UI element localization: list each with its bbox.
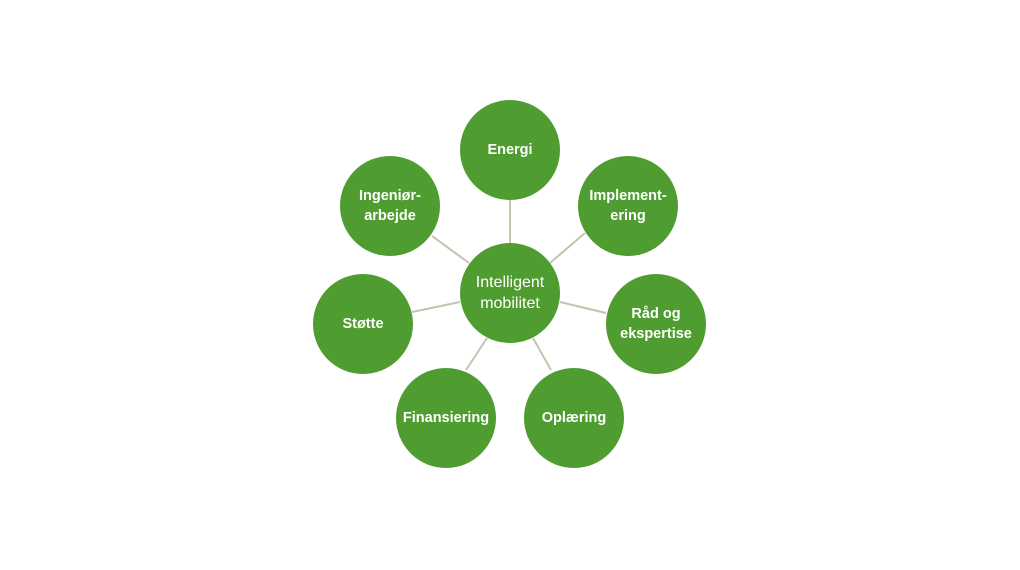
node-raad-line-1: Råd og	[631, 306, 681, 322]
node-stoette: Støtte	[313, 274, 413, 374]
node-ingenioer: Ingeniør- arbejde	[340, 156, 440, 256]
node-energi-label: Energi	[487, 142, 533, 158]
node-center-line-1: Intelligent	[475, 274, 545, 291]
connector-stoette	[411, 301, 461, 313]
node-implementering-line-2: ering	[610, 208, 646, 224]
node-implementering-line-1: Implement-	[589, 188, 667, 204]
node-raad-line-2: ekspertise	[620, 326, 692, 342]
connector-raad	[559, 301, 607, 314]
connector-finansiering	[465, 337, 488, 371]
node-raad: Råd og ekspertise	[606, 274, 706, 374]
node-ingenioer-line-2: arbejde	[364, 208, 416, 224]
connector-implementering	[549, 232, 586, 264]
node-implementering: Implement- ering	[578, 156, 678, 256]
connector-ingenioer	[431, 235, 470, 264]
node-finansiering-label: Finansiering	[402, 410, 490, 426]
node-stoette-label: Støtte	[342, 316, 384, 332]
node-oplaering-label: Oplæring	[541, 410, 607, 426]
connector-oplaering	[532, 337, 552, 371]
node-ingenioer-line-1: Ingeniør-	[358, 188, 422, 204]
node-finansiering: Finansiering	[396, 368, 496, 468]
node-center: Intelligent mobilitet	[460, 243, 560, 343]
node-energi: Energi	[460, 100, 560, 200]
node-oplaering: Oplæring	[524, 368, 624, 468]
node-center-line-2: mobilitet	[480, 295, 540, 312]
